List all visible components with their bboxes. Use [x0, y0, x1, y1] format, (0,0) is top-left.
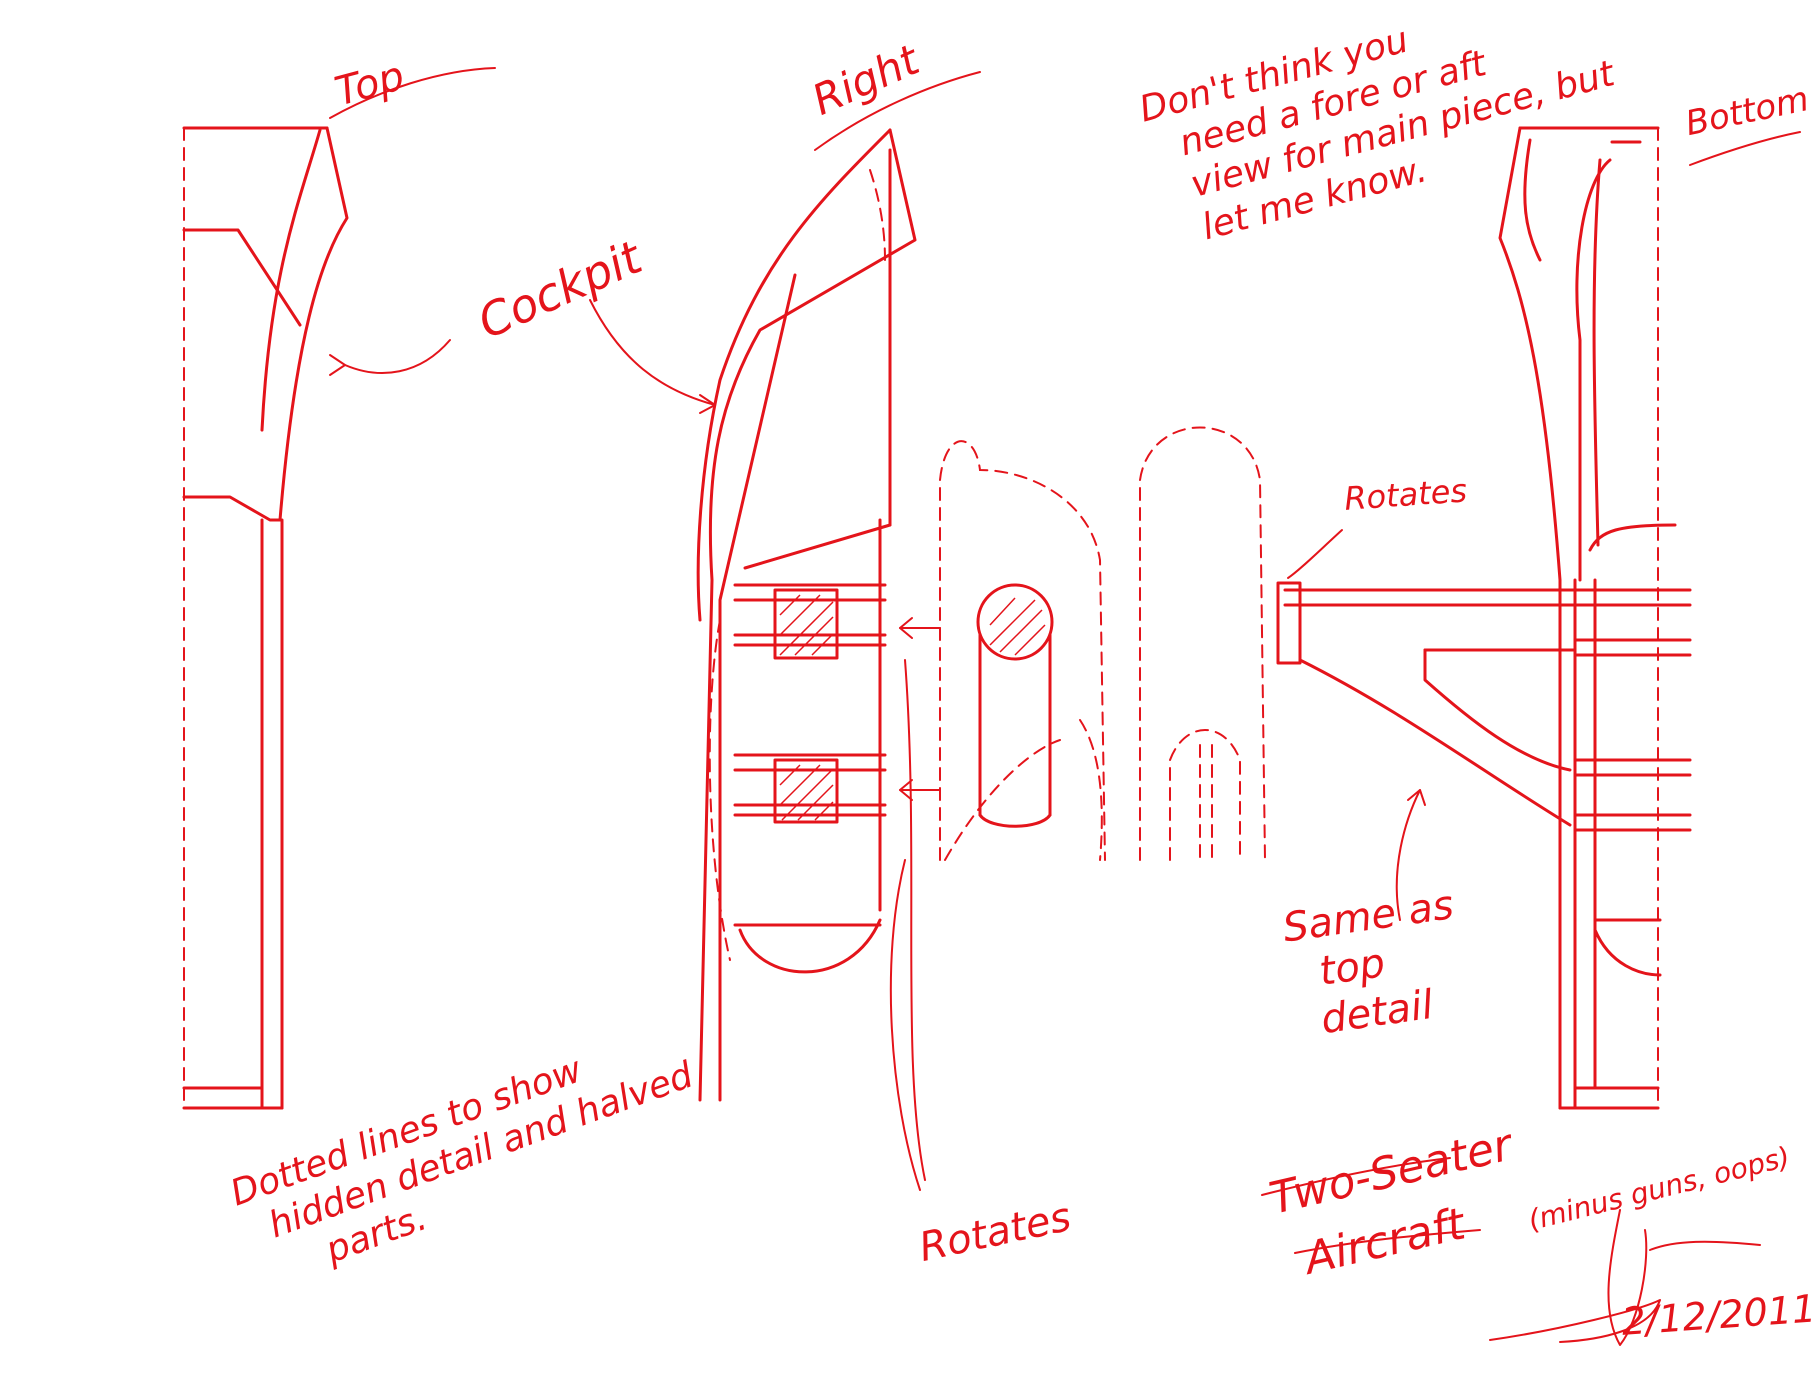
annotation-arrows — [329, 67, 1801, 1254]
title-underline-1 — [1261, 1157, 1451, 1196]
signature-mark — [1489, 1209, 1761, 1346]
rotates-leader-bottom — [1287, 529, 1343, 579]
hatched-block-upper — [779, 594, 834, 656]
same-as-arrow — [1395, 789, 1421, 921]
right-underline — [814, 71, 981, 151]
bottom-view-drawing — [1276, 126, 1692, 1110]
bottom-underline — [1689, 131, 1801, 166]
cockpit-arrow-right — [589, 299, 716, 406]
hatched-hinge-circle — [989, 597, 1046, 656]
hidden-detail-drawing — [939, 426, 1266, 861]
same-as-top-note: Same as top detail — [1280, 881, 1470, 1047]
rotates-leader-lower — [889, 859, 921, 1191]
right-view-drawing — [696, 128, 917, 1102]
hatched-block-lower — [779, 764, 834, 821]
rotates-leader-upper — [904, 659, 926, 1181]
cockpit-arrow-left — [344, 339, 451, 374]
title-underline-2 — [1294, 1229, 1481, 1254]
top-view-drawing — [182, 126, 349, 1110]
top-underline — [329, 67, 496, 119]
